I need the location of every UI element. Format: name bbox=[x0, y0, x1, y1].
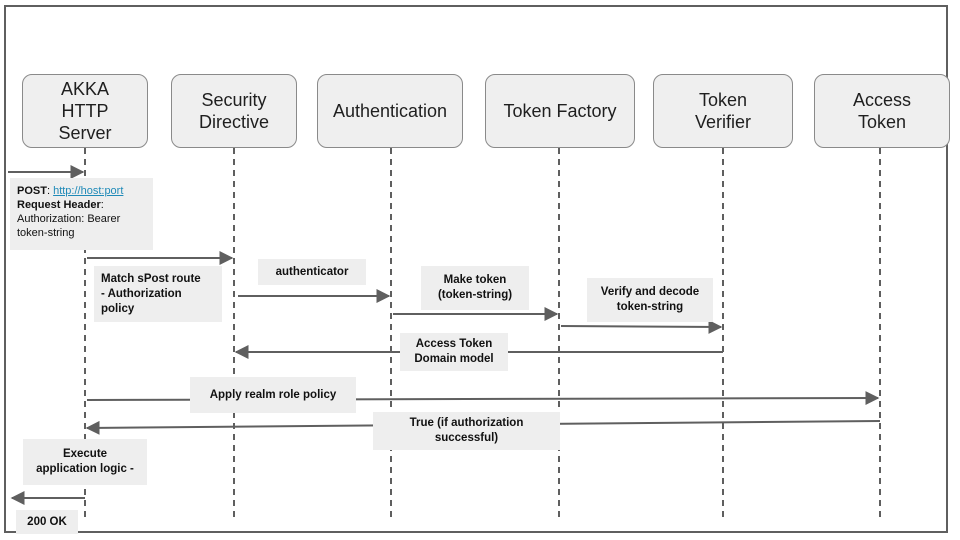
participant-token-verifier: Token Verifier bbox=[653, 74, 793, 148]
post-url-link[interactable]: http://host:port bbox=[53, 185, 124, 197]
header-token-line: token-string bbox=[17, 227, 75, 239]
request-note: POST: http://host:port Request Header: A… bbox=[10, 178, 153, 250]
arrow-to-token-verifier bbox=[560, 319, 723, 334]
note-execute-logic: Execute application logic - bbox=[23, 439, 147, 485]
diagram-frame bbox=[4, 5, 948, 533]
note-access-token-domain: Access Token Domain model bbox=[400, 333, 508, 371]
header-auth-line: Authorization: Bearer bbox=[17, 213, 121, 225]
participant-access-token: Access Token bbox=[814, 74, 950, 148]
participant-security-directive: Security Directive bbox=[171, 74, 297, 148]
participant-label: Security Directive bbox=[198, 90, 269, 132]
participant-label: Token Verifier bbox=[694, 90, 752, 132]
participant-akka-http-server: AKKA HTTP Server bbox=[22, 74, 148, 148]
participant-label: Token Factory bbox=[503, 101, 617, 121]
participant-authentication: Authentication bbox=[317, 74, 463, 148]
note-200-ok: 200 OK bbox=[16, 510, 78, 534]
note-apply-realm: Apply realm role policy bbox=[190, 377, 356, 413]
participant-label: Access Token bbox=[852, 90, 912, 132]
note-match-route: Match sPost route - Authorization policy bbox=[94, 266, 222, 322]
participant-label: AKKA HTTP Server bbox=[58, 79, 112, 143]
note-make-token: Make token (token-string) bbox=[421, 266, 529, 310]
post-label: POST bbox=[17, 185, 47, 197]
post-line: POST: http://host:port bbox=[17, 185, 124, 197]
participant-token-factory: Token Factory bbox=[485, 74, 635, 148]
note-true-success: True (if authorization successful) bbox=[373, 412, 560, 450]
header-label: Request Header bbox=[17, 199, 101, 211]
header-line: Request Header: bbox=[17, 199, 104, 211]
note-authenticator: authenticator bbox=[258, 259, 366, 285]
participant-label: Authentication bbox=[332, 101, 448, 121]
note-verify-decode: Verify and decode token-string bbox=[587, 278, 713, 322]
